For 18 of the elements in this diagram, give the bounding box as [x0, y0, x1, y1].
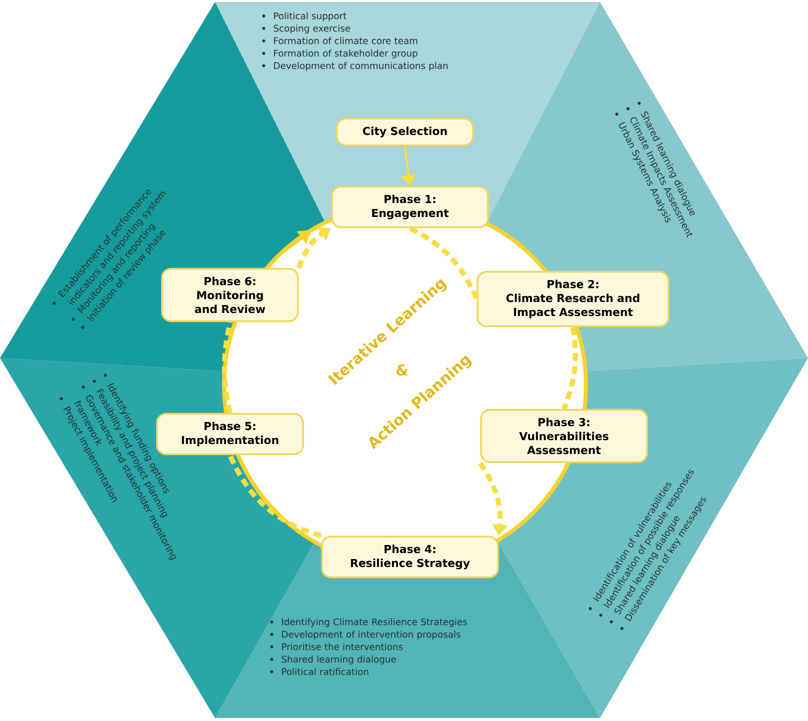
phase-box: Phase 6: Monitoring and Review: [161, 268, 299, 322]
list-item: Prioritise the interventions: [282, 643, 403, 650]
list-item: Development of intervention proposals: [282, 630, 460, 640]
list-item: Political support: [274, 12, 346, 22]
list-item: Development of communications plan: [274, 62, 448, 71]
phase-box: Phase 3: Vulnerabilities Assessment: [480, 408, 648, 464]
phase-box: Phase 2: Climate Research and Impact Assessment: [476, 270, 670, 328]
center-text: &: [396, 364, 408, 376]
list-item: Formation of climate core team: [274, 37, 418, 44]
list-item: Political ratification: [282, 668, 368, 676]
list-item: Scoping exercise: [274, 24, 350, 34]
list-item: Identifying Climate Resilience Strategies: [282, 618, 467, 628]
list-item: Formation of stakeholder group: [274, 50, 418, 58]
phase-box: Phase 4: Resilience Strategy: [321, 536, 499, 578]
list-item: Shared learning dialogue: [282, 656, 396, 664]
phase-box: City Selection: [336, 118, 474, 146]
phase-box: Phase 1: Engagement: [331, 186, 489, 228]
phase-box: Phase 5: Implementation: [156, 412, 304, 456]
